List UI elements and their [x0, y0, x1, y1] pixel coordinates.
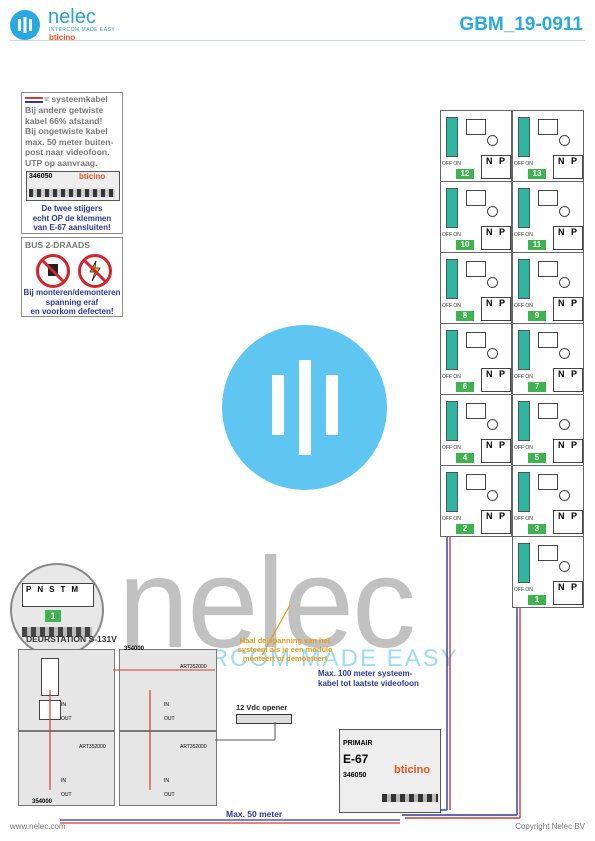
brand-name: nelec [48, 6, 96, 28]
footer-website: www.nelec.com [10, 822, 66, 831]
screen-icon [538, 119, 558, 135]
button-icon [559, 490, 570, 501]
screen-icon [466, 119, 486, 135]
address-badge: 1 [45, 610, 61, 622]
terminal-zoom: PNSTM 1 [10, 563, 104, 657]
door-station-code-bottom: 354000 [32, 799, 53, 805]
door-module-main: IN OUT [18, 649, 115, 731]
door-module-lower-left: ART352000 IN OUT [18, 731, 115, 806]
power-supply: PRIMAIR E-67 346050 bticino [339, 729, 441, 813]
screen-icon [466, 261, 486, 277]
opener-label: 12 Vdc opener [236, 703, 288, 712]
button-icon [559, 206, 570, 217]
header-divider [10, 40, 585, 41]
screen-icon [538, 403, 558, 419]
screen-icon [538, 545, 558, 561]
screen-icon [466, 190, 486, 206]
button-icon [487, 206, 498, 217]
screen-icon [466, 332, 486, 348]
partner-logo: bticino [49, 33, 76, 42]
screen-icon [538, 190, 558, 206]
screen-icon [466, 403, 486, 419]
riser-length-note: Max. 100 meter systeem-kabel tot laatste… [318, 669, 419, 688]
cable-legend: = systeemkabel [44, 94, 108, 104]
door-station-title: DEURSTATION S-131V [26, 634, 117, 644]
watermark-logo [222, 325, 387, 490]
terminal-labels: PNSTM [26, 585, 85, 594]
opener-device [236, 714, 292, 724]
button-icon [559, 419, 570, 430]
door-module-lower-right: ART352000 IN OUT [119, 731, 217, 806]
button-icon [559, 561, 570, 572]
screen-icon [538, 332, 558, 348]
bus-title: BUS 2-DRAADS [25, 240, 90, 250]
max-distance-label: Max. 50 meter [226, 809, 283, 819]
screen-icon [538, 261, 558, 277]
button-icon [487, 490, 498, 501]
screen-icon [466, 474, 486, 490]
door-module-upper-right: 354000 ART352000 IN OUT [119, 646, 217, 731]
button-icon [559, 135, 570, 146]
document-number: GBM_19-0911 [459, 14, 583, 35]
nelec-logo-icon [10, 10, 40, 40]
button-icon [487, 277, 498, 288]
footer-copyright: Copyright Nelec BV [515, 822, 585, 831]
button-icon [487, 135, 498, 146]
button-icon [559, 348, 570, 359]
button-icon [559, 277, 570, 288]
brand-tagline: INTERCOM MADE EASY [49, 27, 116, 33]
no-voltage-icon [78, 254, 112, 288]
button-icon [487, 348, 498, 359]
module-illustration: 346050 bticino [26, 171, 120, 201]
no-plug-icon [36, 254, 70, 288]
button-icon [487, 419, 498, 430]
screen-icon [538, 474, 558, 490]
